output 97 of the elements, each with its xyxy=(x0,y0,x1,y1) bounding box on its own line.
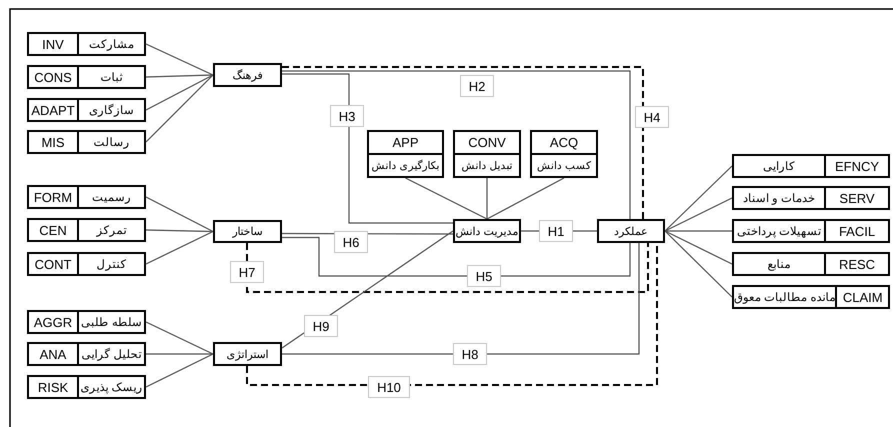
indicator-box xyxy=(27,185,146,209)
connector-line xyxy=(146,321,214,355)
indicator-label: ریسک پذیری xyxy=(79,381,144,396)
indicator-box xyxy=(732,252,890,276)
construct-label: عملکرد xyxy=(613,224,649,240)
connector-line xyxy=(486,177,564,220)
construct-box xyxy=(213,63,282,87)
indicator-label: رسمیت xyxy=(91,191,132,206)
indicator-code: INV xyxy=(29,34,79,54)
dashed-connector xyxy=(246,243,658,386)
indicator-code: CONV xyxy=(455,132,519,155)
indicator-box xyxy=(27,130,146,154)
indicator-label: خدمات و اسناد xyxy=(734,188,826,208)
connector-line xyxy=(486,178,488,219)
indicator-code: EFNCY xyxy=(834,158,880,176)
indicator-code: CEN xyxy=(29,220,79,240)
edge-label: H1 xyxy=(539,220,573,242)
indicator-box xyxy=(27,65,146,89)
edge-label: H5 xyxy=(467,265,501,287)
indicator-label: تبدیل دانش xyxy=(460,159,514,174)
indicator-box xyxy=(732,219,890,243)
indicator-box xyxy=(27,375,146,399)
indicator-code: CONT xyxy=(29,254,79,274)
construct-box xyxy=(453,219,521,243)
connector-line xyxy=(664,230,732,265)
indicator-code: RISK xyxy=(29,377,79,397)
construct-label: استراتژی xyxy=(226,348,270,363)
connector-line xyxy=(665,230,732,232)
dashed-connector xyxy=(246,243,649,293)
construct-label: ساختار xyxy=(231,225,264,240)
indicator-label: مشارکت xyxy=(88,38,135,53)
indicator-code: AGGR xyxy=(29,312,79,332)
connector-line xyxy=(146,353,214,388)
indicator-code: ACQ xyxy=(532,132,596,155)
indicator-label: کارایی xyxy=(734,156,826,176)
connector-line xyxy=(146,43,214,76)
indicator-box xyxy=(27,218,146,242)
indicator-box xyxy=(27,252,146,276)
indicator-label: کنترل xyxy=(96,258,128,273)
indicator-box xyxy=(27,98,146,122)
indicator-label: رسالت xyxy=(92,136,130,151)
indicator-label: بکارگیری دانش xyxy=(370,158,440,174)
indicator-box xyxy=(27,342,146,366)
indicator-label: سازگاری xyxy=(88,102,135,119)
dimension-box xyxy=(367,130,444,178)
indicator-label: تحلیل گرایی xyxy=(80,346,143,363)
indicator-label: کسب دانش xyxy=(536,159,592,174)
edge-label: H7 xyxy=(230,261,264,283)
indicator-box xyxy=(732,186,890,210)
connector-line xyxy=(664,166,732,232)
edge-label: H6 xyxy=(334,231,368,253)
indicator-code: FORM xyxy=(29,187,79,207)
indicator-code: CLAIM xyxy=(842,288,884,306)
connector-line xyxy=(146,196,214,232)
edge-label: H9 xyxy=(304,315,338,337)
construct-label: فرهنگ xyxy=(232,68,264,84)
edge-label: H10 xyxy=(368,376,410,398)
indicator-code: FACIL xyxy=(838,222,876,240)
edge-label: H3 xyxy=(330,105,364,127)
indicator-label: تمرکز xyxy=(95,224,128,239)
indicator-label: منابع xyxy=(734,254,826,274)
edge-label: H8 xyxy=(453,343,487,365)
indicator-code: ADAPT xyxy=(29,100,79,120)
indicator-code: ANA xyxy=(29,344,79,364)
construct-label: مدیریت دانش xyxy=(455,224,519,240)
indicator-code: MIS xyxy=(29,132,79,152)
indicator-code: SERV xyxy=(838,190,876,208)
dimension-box xyxy=(530,130,598,178)
dimension-box xyxy=(453,130,521,178)
indicator-box xyxy=(27,32,146,56)
connector-line xyxy=(282,243,640,355)
connector-line xyxy=(282,236,631,277)
construct-box xyxy=(213,342,282,366)
indicator-box xyxy=(27,310,146,334)
edge-label: H4 xyxy=(635,106,669,128)
connector-line xyxy=(146,353,213,355)
connector-line xyxy=(405,177,488,220)
edge-label: H2 xyxy=(460,75,494,97)
connector-line xyxy=(664,197,732,232)
indicator-label: ثبات xyxy=(100,71,124,86)
connector-line xyxy=(146,230,214,265)
connector-line xyxy=(146,229,214,232)
indicator-code: CONS xyxy=(29,67,79,87)
construct-box xyxy=(597,219,665,243)
indicator-code: RESC xyxy=(838,256,876,274)
indicator-label: تسهیلات پرداختی xyxy=(734,221,826,241)
indicator-label: مانده مطالبات معوق xyxy=(734,287,838,307)
connector-line xyxy=(146,74,214,142)
construct-box xyxy=(213,220,282,243)
connector-line xyxy=(282,73,453,224)
connector-line xyxy=(146,74,214,111)
indicator-box xyxy=(732,154,890,178)
indicator-label: سلطه طلبی xyxy=(80,316,144,331)
connector-line xyxy=(146,74,214,78)
indicator-box xyxy=(732,285,890,309)
indicator-code: APP xyxy=(369,132,442,155)
connector-line xyxy=(664,230,732,298)
